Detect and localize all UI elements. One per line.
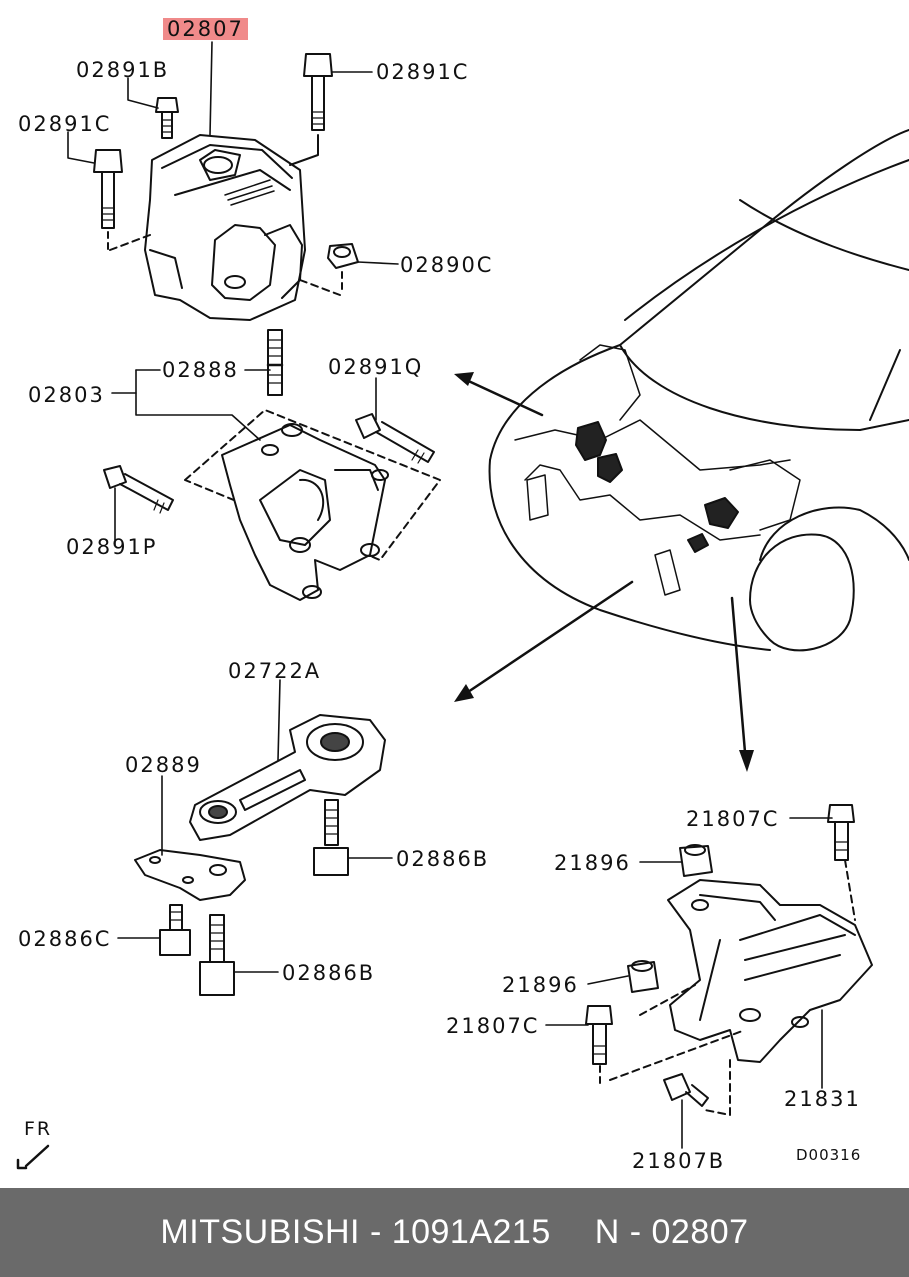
label-02889: 02889 xyxy=(125,753,202,777)
stud-02888-icon xyxy=(266,329,284,396)
footer-reference-number: N - 02807 xyxy=(594,1213,749,1251)
nut-21896-top-icon xyxy=(679,844,713,877)
pointer-arrows xyxy=(460,376,748,766)
bolt-02886c-icon xyxy=(159,904,191,956)
plate-02889-illustration xyxy=(134,849,246,901)
bolt-21807b-icon xyxy=(663,1073,709,1107)
label-21807b: 21807B xyxy=(632,1149,726,1173)
leader-lines xyxy=(67,41,833,1149)
label-02886b-low: 02886B xyxy=(282,961,376,985)
footer-brand-part-number: MITSUBISHI - 1091A215 xyxy=(160,1213,551,1251)
front-direction-arrow-icon xyxy=(16,1144,50,1170)
label-21807c-top: 21807C xyxy=(686,807,780,831)
front-marker-label: FR xyxy=(24,1118,53,1140)
label-02722a: 02722A xyxy=(228,659,322,683)
label-02886b-mid: 02886B xyxy=(396,847,490,871)
label-21896-mid: 21896 xyxy=(502,973,579,997)
label-21896-top: 21896 xyxy=(554,851,631,875)
label-02890c: 02890C xyxy=(400,253,494,277)
nut-02890c-icon xyxy=(327,243,359,293)
bracket-02803-illustration xyxy=(184,409,441,601)
label-02886c: 02886C xyxy=(18,927,112,951)
label-21807c-left: 21807C xyxy=(446,1014,540,1038)
engine-mount-top-illustration xyxy=(109,134,341,321)
label-02807: 02807 xyxy=(163,18,248,40)
label-21831: 21831 xyxy=(784,1087,861,1111)
bolt-02891p-icon xyxy=(103,465,174,514)
part-info-footer: MITSUBISHI - 1091A215 N - 02807 xyxy=(0,1188,909,1277)
label-02891c-left: 02891C xyxy=(18,112,112,136)
bolt-02891c-left-icon xyxy=(93,149,123,253)
bolt-21807c-left-icon xyxy=(585,1005,613,1086)
label-02891p: 02891P xyxy=(66,535,158,559)
parts-diagram xyxy=(16,41,909,1170)
vehicle-outline-illustration xyxy=(488,129,909,652)
label-02891b: 02891B xyxy=(76,58,170,82)
diagram-code: D00316 xyxy=(796,1146,862,1164)
bolt-02891b-icon xyxy=(155,97,179,139)
bolt-02886b-low-icon xyxy=(199,914,235,996)
label-02888: 02888 xyxy=(162,358,239,382)
roll-rod-02722a-illustration xyxy=(189,714,386,841)
bolt-02891c-right-icon xyxy=(303,53,333,131)
bolt-21807c-top-icon xyxy=(827,804,855,861)
mount-locator-marks xyxy=(575,421,739,553)
nut-21896-mid-icon xyxy=(627,960,659,993)
transmission-mount-21831-illustration xyxy=(609,859,873,1116)
label-02891q: 02891Q xyxy=(328,355,424,379)
label-02891c-right: 02891C xyxy=(376,60,470,84)
label-02803: 02803 xyxy=(28,383,105,407)
bolt-02886b-mid-icon xyxy=(313,799,349,876)
bolt-02891q-icon xyxy=(355,413,435,464)
